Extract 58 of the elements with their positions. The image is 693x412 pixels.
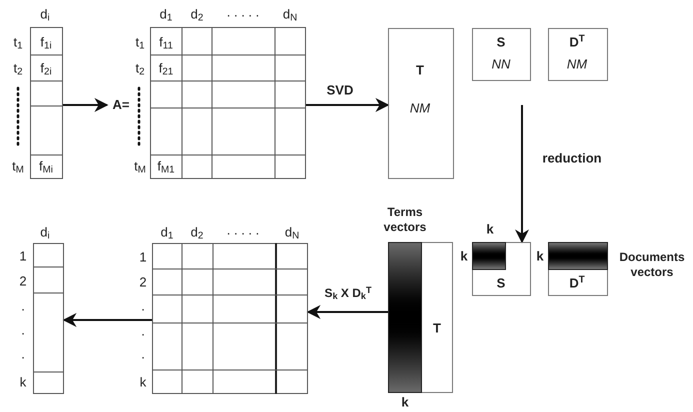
row-label: k: [140, 373, 146, 392]
arrow: [306, 98, 390, 112]
cell-text: f$_{2i}$: [40, 59, 52, 78]
row-label: 2: [19, 272, 27, 290]
dimension-label: k: [401, 393, 409, 412]
matrix-box: [548, 28, 608, 81]
row-label: k: [20, 373, 26, 392]
column-heading: d$_{2}$: [190, 223, 204, 242]
row-label: .: [21, 345, 25, 364]
row-label: t$_{2}$: [13, 59, 23, 78]
cell-text: f$_{M1}$: [157, 157, 175, 176]
column-heading: d$_{2}$: [190, 5, 204, 24]
column-heading: d$_{N}$: [282, 5, 298, 24]
row-label: .: [141, 297, 145, 316]
matrix-name: D$^{T}$: [569, 32, 585, 52]
row-label: 1: [139, 248, 147, 266]
row-label: .: [21, 297, 25, 316]
arrow: [63, 98, 108, 112]
dimension-label: k: [536, 247, 544, 266]
row-label: .: [21, 321, 25, 340]
dimension-label: NM: [410, 99, 430, 118]
matrix-name: S: [496, 33, 506, 52]
column-heading: d$_{N}$: [284, 223, 300, 242]
dimension-label: k: [460, 247, 468, 266]
row-label: t$_{1}$: [13, 33, 23, 52]
section-heading: Documents vectors: [618, 250, 686, 280]
column-heading: d$_{i}$: [40, 223, 50, 242]
row-label: t$_{M}$: [12, 157, 24, 176]
arrow: [306, 305, 388, 319]
row-label: 2: [139, 273, 147, 292]
cell-text: f$_{Mi}$: [39, 157, 53, 176]
matrix-box: [472, 28, 531, 81]
row-label: t$_{1}$: [135, 33, 145, 52]
row-label: .: [141, 345, 145, 364]
matrix-name: T: [433, 319, 441, 338]
matrix-box: [388, 28, 454, 179]
column-heading: d$_{i}$: [40, 5, 50, 24]
row-label: .: [141, 322, 145, 340]
row-label: 1: [19, 247, 27, 266]
matrix-name: T: [416, 61, 424, 80]
dimension-label: NN: [492, 55, 510, 74]
matrix-name: S: [496, 274, 506, 292]
section-heading: Terms vectors: [382, 205, 428, 235]
dimension-label: k: [486, 220, 494, 238]
matrix-label: A=: [107, 95, 135, 115]
column-heading: d$_{1}$: [160, 5, 172, 24]
ellipsis-label: . . . . .: [226, 3, 260, 22]
matrix-name: D$^{T}$: [569, 273, 585, 292]
row-label: t$_{M}$: [134, 157, 146, 176]
cell-text: f$_{1i}$: [40, 33, 52, 52]
arrow: [62, 313, 152, 327]
dimension-label: NM: [566, 55, 588, 74]
cell-text: f$_{21}$: [158, 59, 174, 78]
ellipsis-label: . . . . .: [226, 221, 260, 240]
column-heading: d$_{1}$: [160, 223, 174, 242]
row-label: t$_{2}$: [135, 59, 145, 78]
cell-text: f$_{11}$: [159, 33, 173, 52]
arrow: [515, 105, 529, 244]
